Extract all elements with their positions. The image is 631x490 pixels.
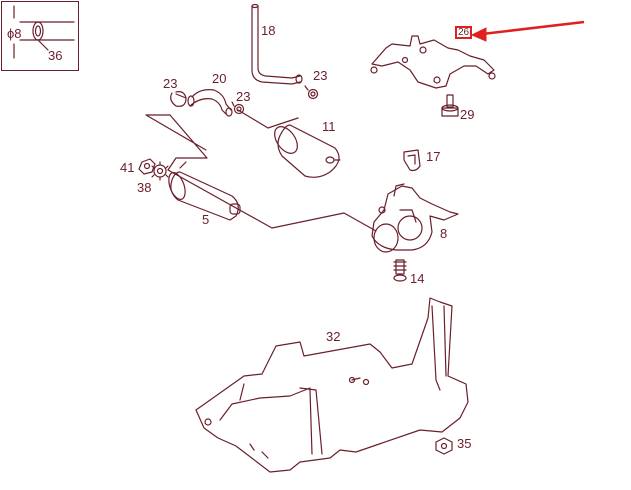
lock-washer-38 (151, 161, 169, 181)
clip-17 (403, 149, 421, 172)
label-14[interactable]: 14 (410, 271, 425, 286)
fuel-hose-20 (187, 89, 233, 117)
label-41[interactable]: 41 (120, 160, 135, 175)
legend-diameter: ϕ8 (7, 26, 22, 41)
label-23b[interactable]: 23 (236, 89, 251, 104)
label-17[interactable]: 17 (426, 149, 441, 164)
hose-size-legend: ϕ8 36 (1, 1, 79, 71)
label-35[interactable]: 35 (457, 436, 472, 451)
bolt-14 (393, 259, 407, 282)
legend-length: 36 (48, 48, 63, 63)
highlight-arrow (470, 20, 585, 42)
label-29[interactable]: 29 (460, 107, 475, 122)
label-11[interactable]: 11 (322, 119, 336, 134)
underbody-shield-32 (195, 297, 469, 473)
hose-clamp-23c (304, 85, 319, 100)
label-5[interactable]: 5 (202, 212, 210, 227)
nut-35 (435, 437, 453, 455)
label-23c[interactable]: 23 (313, 68, 328, 83)
label-18[interactable]: 18 (261, 23, 276, 38)
label-23a[interactable]: 23 (163, 76, 178, 91)
hose-size-symbol (13, 5, 75, 59)
fuel-filter-holder-8 (371, 183, 459, 253)
label-8[interactable]: 8 (440, 226, 448, 241)
assembly-outline (145, 109, 377, 232)
fuel-pump-5 (168, 161, 241, 221)
hose-clamp-23a (170, 91, 187, 107)
label-20[interactable]: 20 (212, 71, 227, 86)
fuel-pipe-18 (251, 3, 303, 85)
nut-41 (138, 158, 156, 175)
bolt-29 (441, 94, 459, 117)
bracket-26 (370, 35, 496, 89)
highlighted-part-26[interactable]: 26 (455, 26, 472, 39)
label-38[interactable]: 38 (137, 180, 152, 195)
fuel-filter-11 (274, 124, 341, 178)
label-32[interactable]: 32 (326, 329, 341, 344)
